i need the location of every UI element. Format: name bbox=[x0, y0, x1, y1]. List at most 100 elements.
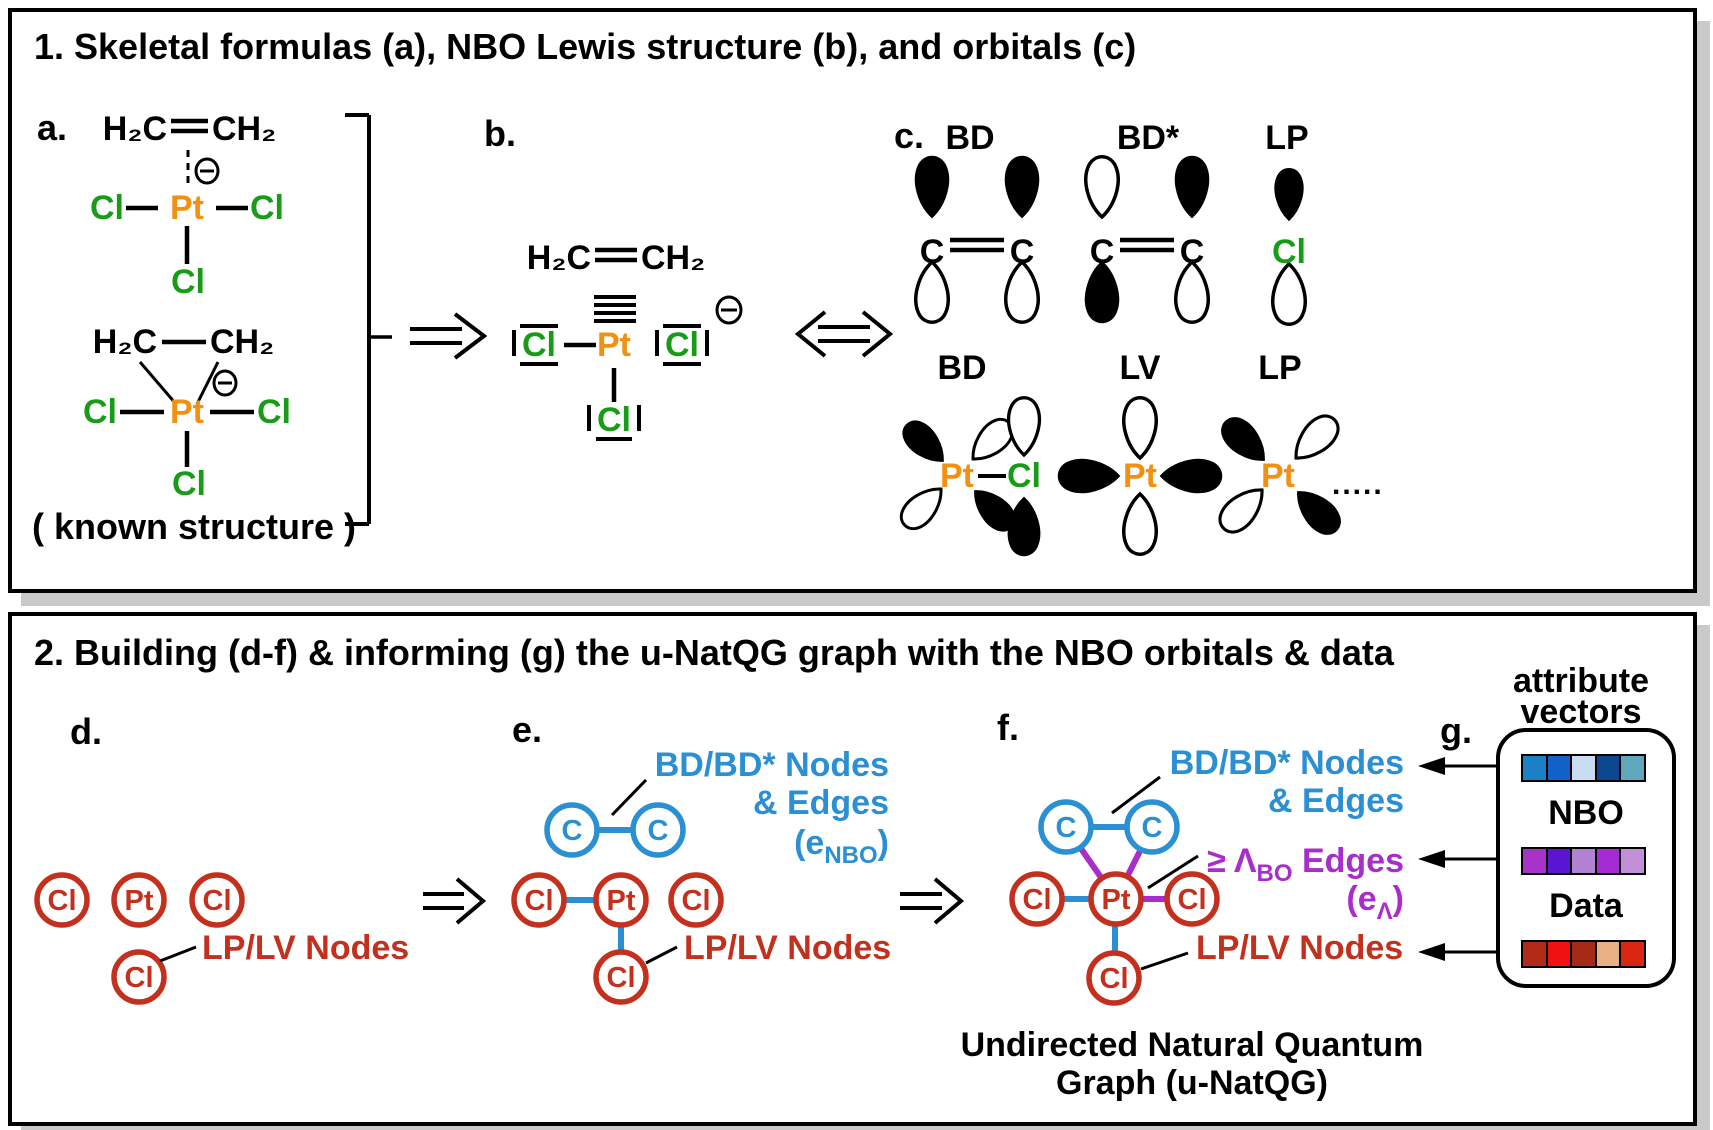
cl-atom: Cl bbox=[1272, 233, 1306, 271]
section-e-label: e. bbox=[512, 709, 542, 750]
cl-left: Cl bbox=[83, 393, 117, 431]
orbital-diagram-bd-ptcl: Pt Cl bbox=[893, 396, 1042, 557]
panel-unatqg-graph: 2. Building (d-f) & informing (g) the u-… bbox=[8, 612, 1697, 1126]
orbital-diagram-bd-star-cc: C C bbox=[1084, 155, 1210, 324]
orbital-diagram-bd-cc: C C bbox=[914, 155, 1040, 324]
orbital-label-lp: LP bbox=[1265, 119, 1308, 157]
vector-cell bbox=[1545, 754, 1573, 782]
vector-cell bbox=[1521, 754, 1548, 782]
graph-d: Cl Pt Cl Cl LP/LV Nodes bbox=[34, 872, 409, 1005]
minus-charge-icon bbox=[715, 295, 743, 325]
c-atom: C bbox=[920, 233, 945, 271]
attribute-header-line2: vectors bbox=[1520, 693, 1642, 731]
quadruple-bond-stack bbox=[594, 295, 636, 323]
panel-skeletal-formulas: 1. Skeletal formulas (a), NBO Lewis stru… bbox=[8, 8, 1697, 593]
vector-cell bbox=[1521, 940, 1548, 968]
orbital-label-bd: BD bbox=[945, 119, 994, 157]
pt-atom: Pt bbox=[597, 326, 631, 364]
bracket bbox=[345, 113, 392, 526]
section-b-label: b. bbox=[484, 113, 516, 154]
cl-bottom: Cl bbox=[172, 465, 206, 503]
attribute-vectors-header: attribute vectors bbox=[1481, 664, 1681, 731]
node-cl bbox=[1086, 950, 1142, 1006]
orbital-label-bd-star: BD* bbox=[1117, 119, 1180, 157]
minus-charge-icon bbox=[212, 369, 238, 397]
attribute-vectors-box: NBO Data bbox=[1496, 728, 1676, 988]
nbo-vector-label: NBO bbox=[1548, 794, 1624, 832]
bd-nodes-label-line2: & Edges bbox=[753, 784, 889, 822]
node-cl bbox=[111, 949, 167, 1005]
bond-c-pt-right bbox=[195, 361, 220, 405]
lone-pair-bars bbox=[655, 324, 709, 366]
annotation-line bbox=[610, 778, 648, 817]
cl-right: Cl bbox=[250, 189, 284, 227]
node-cl bbox=[1164, 871, 1220, 927]
c-atom: C bbox=[1010, 233, 1035, 271]
pt-atom: Pt bbox=[170, 393, 204, 431]
bond-c-pt-left bbox=[138, 361, 178, 405]
node-c-label: C bbox=[562, 815, 583, 847]
lone-pair-bars bbox=[587, 405, 641, 441]
ethylene-ch2: CH₂ bbox=[210, 323, 274, 361]
node-c-label: C bbox=[1142, 812, 1163, 844]
node-pt-label: Pt bbox=[1102, 884, 1131, 916]
enbo-label: (eNBO) bbox=[794, 824, 889, 869]
cl-left: Cl bbox=[90, 189, 124, 227]
c-atom: C bbox=[1180, 233, 1205, 271]
vector-cell bbox=[1619, 754, 1646, 782]
node-cl-label: Cl bbox=[125, 962, 154, 994]
implies-arrow-icon bbox=[423, 877, 487, 925]
c-atom: C bbox=[1090, 233, 1115, 271]
annotation-line bbox=[1111, 775, 1161, 815]
node-cl-label: Cl bbox=[203, 885, 232, 917]
node-cl-label: Cl bbox=[682, 885, 711, 917]
panel1-figure: a. b. c. H₂C CH₂ Cl Pt Cl Cl H₂ bbox=[32, 107, 1384, 557]
node-cl-label: Cl bbox=[48, 885, 77, 917]
annotation-line bbox=[1147, 854, 1199, 890]
equivalence-arrow-icon bbox=[794, 310, 894, 358]
node-cl bbox=[1009, 871, 1065, 927]
panel1-title: 1. Skeletal formulas (a), NBO Lewis stru… bbox=[34, 26, 1137, 67]
annotation-line bbox=[159, 945, 197, 963]
implies-arrow-icon bbox=[410, 312, 488, 360]
node-pt bbox=[1088, 871, 1144, 927]
minus-charge-icon bbox=[194, 157, 220, 185]
node-c bbox=[544, 802, 600, 858]
graph-e: C C BD/BD* Nodes & Edges (eNBO) Cl Pt Cl… bbox=[511, 746, 891, 1005]
orbital-label-lp: LP bbox=[1258, 349, 1301, 387]
orbital-diagram-lp-pt: Pt bbox=[1211, 407, 1348, 542]
orbital-label-bd: BD bbox=[937, 349, 986, 387]
node-c bbox=[630, 802, 686, 858]
bd-nodes-label-line2: & Edges bbox=[1268, 782, 1404, 820]
ethylene-h2c: H₂C bbox=[103, 110, 167, 148]
section-d-label: d. bbox=[70, 711, 102, 752]
section-a-label: a. bbox=[37, 107, 67, 148]
vector-cell bbox=[1570, 847, 1597, 875]
data-attribute-vector bbox=[1521, 940, 1646, 968]
lone-pair-bars bbox=[512, 324, 558, 366]
vector-cell bbox=[1594, 847, 1622, 875]
structure-metallacycle: H₂C CH₂ Cl Pt Cl Cl bbox=[83, 323, 291, 503]
orbital-label-lv: LV bbox=[1120, 349, 1161, 387]
pt-atom: Pt bbox=[940, 457, 974, 495]
ellipsis-dots: ..... bbox=[1332, 468, 1384, 501]
section-g-label: g. bbox=[1440, 710, 1472, 751]
caption-line2: Graph (u-NatQG) bbox=[1056, 1064, 1328, 1102]
orbital-diagram-lv-pt: Pt bbox=[1057, 396, 1223, 556]
node-cl bbox=[34, 872, 90, 928]
node-c-label: C bbox=[648, 815, 669, 847]
annotation-line bbox=[1140, 951, 1189, 971]
vector-cell bbox=[1545, 847, 1573, 875]
data-vector-label: Data bbox=[1549, 887, 1623, 925]
vector-cell bbox=[1570, 940, 1597, 968]
cl-left: Cl bbox=[522, 326, 556, 364]
node-c bbox=[1038, 799, 1094, 855]
panel2-figure: d. e. f. Cl Pt Cl Cl LP/LV Nodes C bbox=[34, 707, 1499, 1102]
elambda-label: (eΛ) bbox=[1346, 880, 1404, 925]
caption-line1: Undirected Natural Quantum bbox=[961, 1026, 1424, 1064]
node-cl bbox=[668, 872, 724, 928]
node-cl-label: Cl bbox=[525, 885, 554, 917]
vector-cell bbox=[1619, 940, 1646, 968]
edge-attribute-vector bbox=[1521, 847, 1646, 875]
vector-cell bbox=[1521, 847, 1548, 875]
